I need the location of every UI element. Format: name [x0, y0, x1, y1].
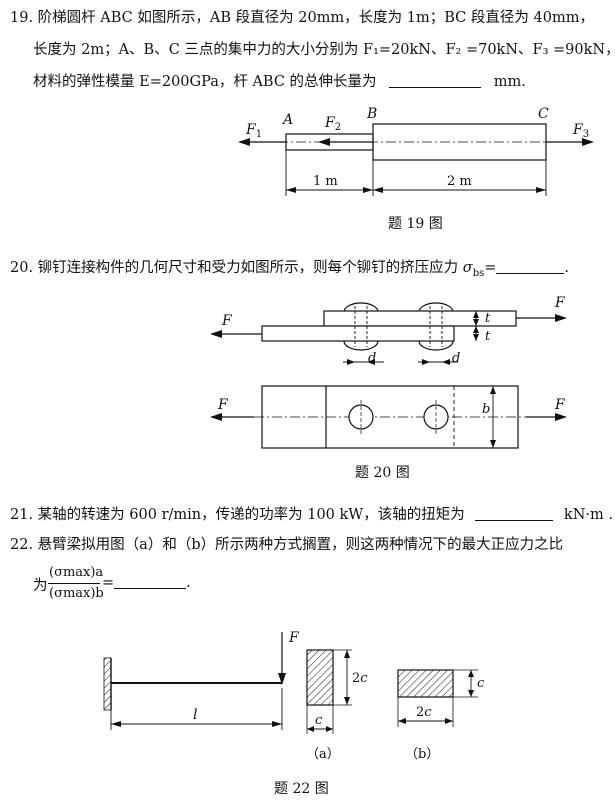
- q19-unit: mm.: [493, 74, 526, 90]
- q20-label-f-left: F: [221, 313, 233, 329]
- q20-eq: =: [484, 260, 497, 276]
- q19-dim-2m: 2 m: [447, 174, 472, 189]
- q22-section-a: [306, 649, 334, 706]
- q20-label-t1: t: [485, 311, 491, 326]
- q22-label-c-a: c: [315, 713, 323, 728]
- q19-line2: 长度为 2m；A、B、C 三点的集中力的大小分别为 F₁=20kN、F₂ =70…: [33, 42, 615, 58]
- q22-label-sub-a: （a）: [306, 747, 340, 762]
- q19-answer-blank[interactable]: [389, 73, 482, 88]
- q19-label-f3: F3: [572, 122, 589, 140]
- q22-label-2c-b: 2c: [416, 705, 432, 720]
- q19-caption: 题 19 图: [388, 216, 443, 232]
- q22-number: 22.: [10, 537, 34, 553]
- q20-label-d2: d: [452, 351, 460, 366]
- q22-ratio-numerator: (σmax)a: [49, 565, 104, 580]
- q22-answer-blank[interactable]: [114, 574, 187, 589]
- q20-text: 铆钉连接构件的几何尺寸和受力如图所示，则每个铆钉的挤压应力: [37, 260, 459, 276]
- q20-caption: 题 20 图: [355, 465, 410, 481]
- q22-text: 悬臂梁拟用图（a）和（b）所示两种方式搁置，则这两种情况下的最大正应力之比: [37, 537, 564, 553]
- q19-line3: 材料的弹性模量 E=200GPa，杆 ABC 的总伸长量为 mm.: [33, 70, 526, 91]
- q22-line1: 22. 悬臂梁拟用图（a）和（b）所示两种方式搁置，则这两种情况下的最大正应力之…: [10, 533, 563, 554]
- q20-answer-blank[interactable]: [496, 259, 565, 274]
- q19-text-line1: 阶梯圆杆 ABC 如图所示，AB 段直径为 20mm，长度为 1m；BC 段直径…: [37, 10, 594, 26]
- q22-end: .: [186, 575, 191, 591]
- q20-label-t2: t: [485, 329, 491, 344]
- q22-section-b: [397, 669, 454, 698]
- q20-sigma: σ: [462, 260, 473, 276]
- q21-text: 某轴的转速为 600 r/min，传递的功率为 100 kW，该轴的扭矩为: [37, 507, 465, 523]
- q19-line1: 19. 阶梯圆杆 ABC 如图所示，AB 段直径为 20mm，长度为 1m；BC…: [10, 6, 594, 27]
- q19-dim-1m: 1 m: [313, 174, 338, 189]
- q22-caption: 题 22 图: [274, 781, 329, 797]
- q22-label-c-b: c: [477, 676, 485, 691]
- q22-eq: =: [102, 575, 115, 591]
- q21-line: 21. 某轴的转速为 600 r/min，传递的功率为 100 kW，该轴的扭矩…: [10, 503, 613, 524]
- q20-number: 20.: [10, 260, 34, 276]
- q20-label-f-right: F: [554, 295, 566, 311]
- q20-end: .: [564, 260, 569, 276]
- q19-label-c: C: [538, 106, 549, 122]
- q21-number: 21.: [10, 507, 34, 523]
- q22-ratio-denominator: (σmax)b: [49, 586, 104, 601]
- q22-ratio-prefix: 为: [33, 578, 48, 594]
- q19-label-b: B: [366, 106, 377, 122]
- q19-number: 19.: [10, 10, 34, 26]
- q22-label-sub-b: （b）: [405, 747, 439, 762]
- q20-label-d1: d: [368, 351, 376, 366]
- q21-unit: kN·m .: [563, 507, 613, 523]
- q22-label-l: l: [193, 707, 197, 723]
- q22-label-2c-a: 2c: [352, 671, 368, 686]
- q20-line: 20. 铆钉连接构件的几何尺寸和受力如图所示，则每个铆钉的挤压应力 σbs=.: [10, 256, 569, 279]
- q19-label-f1: F1: [245, 122, 262, 140]
- q21-answer-blank[interactable]: [475, 506, 554, 521]
- q19-label-a: A: [281, 112, 293, 128]
- q20-label-b: b: [482, 402, 490, 417]
- q20-label-f-plan-left: F: [217, 397, 229, 413]
- q22-fraction-bar: [48, 583, 100, 584]
- q19-label-f2: F2: [324, 115, 341, 133]
- q20-label-f-plan-right: F: [554, 397, 566, 413]
- q20-sigma-sub: bs: [472, 267, 485, 279]
- q22-ratio-tail: =.: [102, 574, 191, 591]
- q19-text-line3: 材料的弹性模量 E=200GPa，杆 ABC 的总伸长量为: [33, 74, 377, 90]
- q22-label-f: F: [288, 630, 300, 646]
